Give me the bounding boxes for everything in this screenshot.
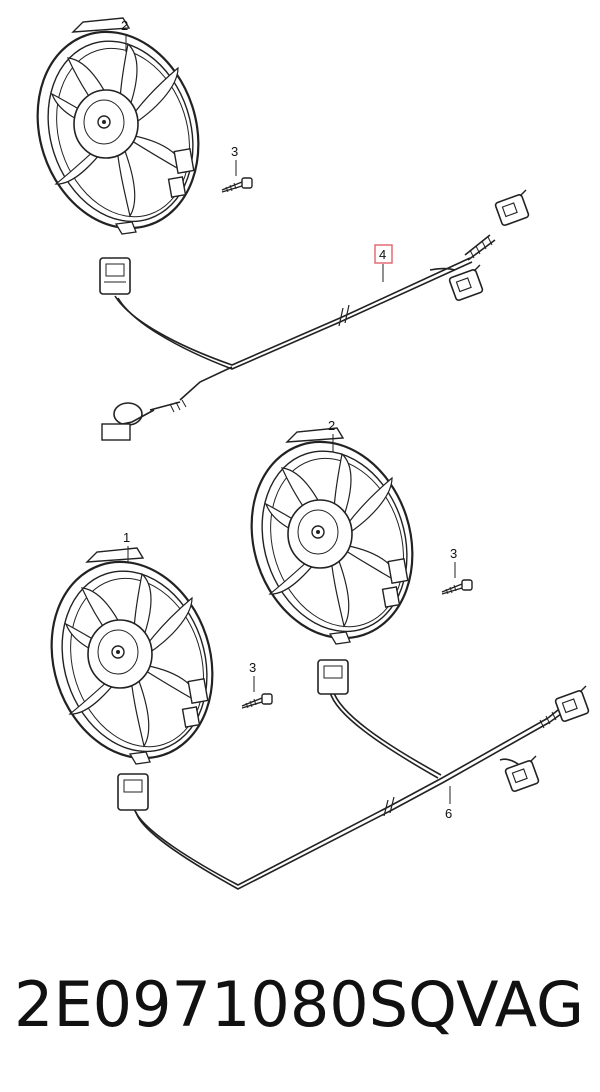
callout-bottom-harness: 6 [445,786,452,821]
bottom-harness-connector-mid [317,659,349,695]
svg-text:3: 3 [249,660,256,675]
top-harness [114,234,496,413]
mid-fan-assembly [225,419,439,661]
bottom-harness-connector-right [553,685,591,723]
svg-text:3: 3 [450,546,457,561]
bottom-harness-connector-branch [503,755,541,793]
svg-text:3: 3 [231,144,238,159]
bottom-harness [133,689,573,890]
svg-text:2: 2 [121,18,128,33]
callout-top-fan: 2 [121,18,128,52]
callout-mid-fan: 2 [328,418,335,452]
brand-label: VAG [456,968,584,1041]
svg-text:6: 6 [445,806,452,821]
top-fan-assembly [11,9,225,251]
footer: 2E0971080SQ VAG [0,968,600,1068]
top-harness-sensor [101,402,155,441]
left-bolt [241,693,273,709]
callout-left-bolt: 3 [249,660,256,692]
svg-text:4: 4 [379,247,386,262]
parts-diagram: 2 3 4 2 3 1 3 6 [11,9,591,890]
bottom-harness-connector-left [117,773,149,811]
callout-top-bolt: 3 [231,144,238,176]
callout-mid-bolt: 3 [450,546,457,578]
top-bolt [221,177,253,193]
top-harness-connector-right [493,189,531,227]
left-fan-assembly [25,539,239,781]
svg-text:1: 1 [123,530,130,545]
part-number: 2E0971080SQ [14,968,457,1041]
mid-bolt [441,579,473,595]
callout-top-harness: 4 [374,244,393,282]
callout-left-fan: 1 [123,530,130,562]
svg-text:2: 2 [328,418,335,433]
top-harness-connector-left [99,257,131,295]
